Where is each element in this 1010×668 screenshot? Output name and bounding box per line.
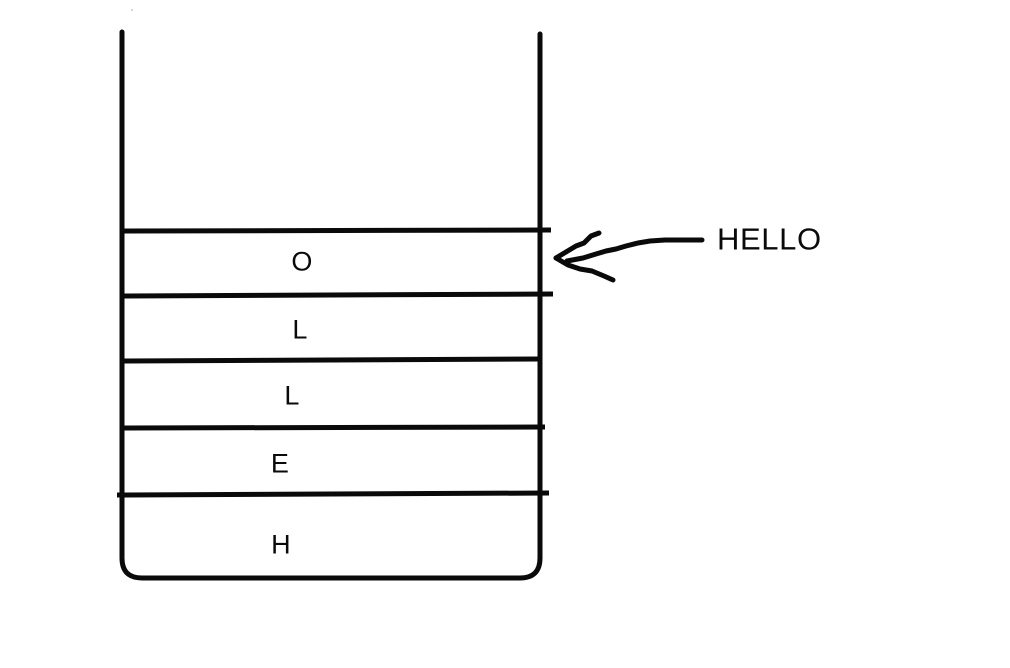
stack-cell-letter-e: E xyxy=(270,448,290,479)
stray-speck xyxy=(131,9,133,11)
stack-divider-4 xyxy=(121,424,546,431)
stack-divider-2 xyxy=(121,291,554,299)
stack-divider-5 xyxy=(116,490,550,498)
stack-divider-1 xyxy=(123,227,552,234)
stack-cell-letter-l-lower: L xyxy=(284,380,300,411)
stack-cell-letter-o: O xyxy=(291,246,313,277)
stack-cell-letter-h: H xyxy=(271,529,291,560)
arrow-shaft xyxy=(564,237,705,264)
annotation-label-hello: HELLO xyxy=(717,221,822,257)
stack-cell-letter-l-upper: L xyxy=(292,314,308,345)
arrow-barb-lower xyxy=(553,255,616,283)
stack-container-outline xyxy=(119,29,543,581)
annotation-arrow xyxy=(553,230,705,283)
arrow-barb-upper xyxy=(553,230,602,261)
stack-divider-3 xyxy=(121,356,541,364)
